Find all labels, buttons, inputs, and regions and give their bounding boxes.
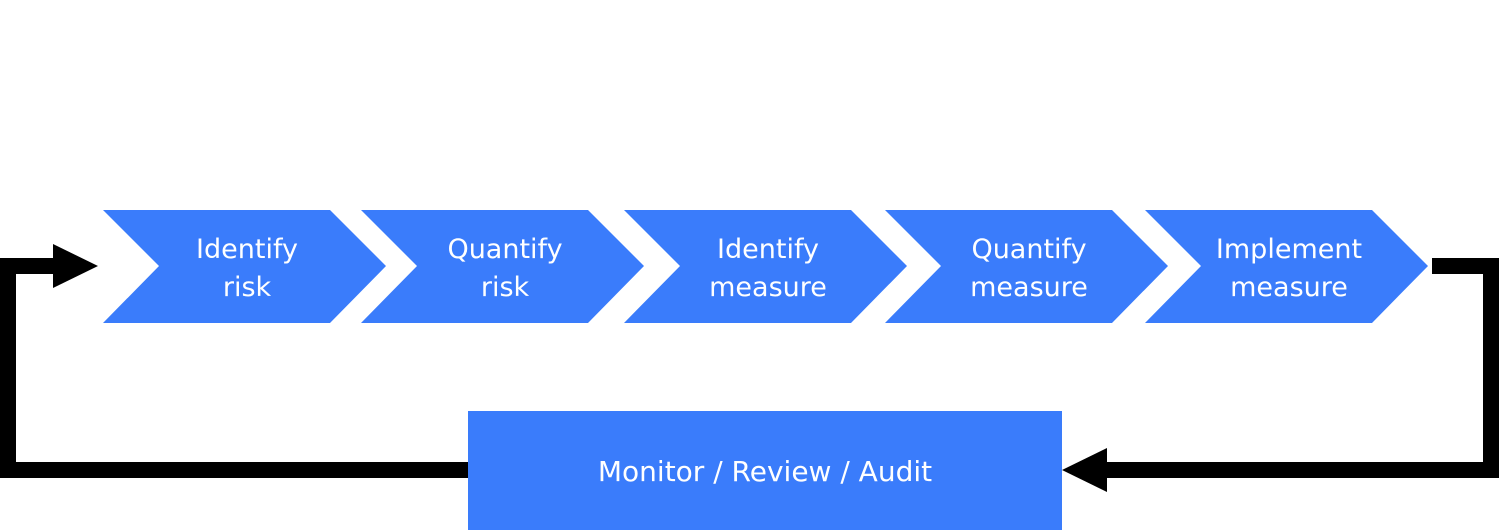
chevron-shape (1145, 210, 1428, 323)
step-label-line1: Identify (196, 234, 298, 265)
step-label-line2: measure (1230, 272, 1348, 303)
step-label-line1: Quantify (447, 234, 562, 265)
feedback-line-right (1100, 258, 1499, 478)
step-chevron: Quantify measure (885, 210, 1168, 323)
chevron-shape (103, 210, 386, 323)
step-chevron: Identify risk (103, 210, 386, 323)
step-label-line2: risk (223, 272, 272, 303)
process-steps: Identify risk Quantify risk Identify mea… (103, 210, 1428, 323)
step-label-line2: risk (481, 272, 530, 303)
monitor-box-label: Monitor / Review / Audit (598, 455, 932, 488)
arrowhead-into-first-step-icon (53, 244, 98, 288)
monitor-review-audit-box: Monitor / Review / Audit (468, 411, 1062, 530)
arrowhead-into-monitor-icon (1062, 448, 1107, 492)
step-label-line1: Identify (717, 234, 819, 265)
chevron-shape (885, 210, 1168, 323)
chevron-shape (361, 210, 644, 323)
step-label-line2: measure (970, 272, 1088, 303)
step-label-line2: measure (709, 272, 827, 303)
step-chevron: Identify measure (624, 210, 907, 323)
monitor-box-shape (468, 411, 1062, 530)
step-label-line1: Implement (1216, 234, 1362, 265)
feedback-line-left (0, 258, 468, 478)
step-chevron: Quantify risk (361, 210, 644, 323)
chevron-shape (624, 210, 907, 323)
step-label-line1: Quantify (971, 234, 1086, 265)
step-chevron: Implement measure (1145, 210, 1428, 323)
